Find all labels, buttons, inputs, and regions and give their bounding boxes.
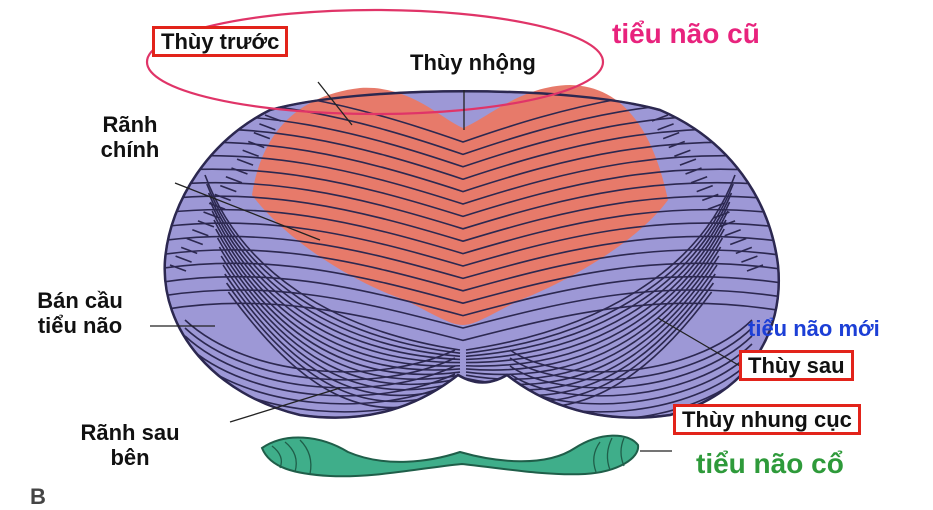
folium-line xyxy=(164,208,779,255)
folium-line xyxy=(247,140,265,149)
folium-line xyxy=(746,264,764,272)
folium-line xyxy=(662,131,680,140)
flocculonodular-lobe-label: Thùy nhung cục xyxy=(673,404,861,436)
folium-line xyxy=(220,255,461,386)
folium-line xyxy=(164,91,779,143)
hemisphere-label: Bán cầu tiểu não xyxy=(10,288,150,339)
figure-letter: B xyxy=(30,484,46,509)
archicerebellum-label: tiểu não cổ xyxy=(696,448,844,479)
folium-line xyxy=(702,193,719,202)
folium-line xyxy=(724,228,741,237)
folium-line xyxy=(236,158,254,166)
folium-line xyxy=(186,237,204,246)
folium-line xyxy=(184,343,456,397)
folium-line xyxy=(741,255,758,263)
folium-line xyxy=(164,141,779,193)
folium-line xyxy=(192,228,209,237)
folium-line xyxy=(718,220,736,228)
folium-line xyxy=(164,222,779,267)
flocculonodular-folia xyxy=(271,437,625,475)
folium-line xyxy=(204,174,461,351)
anterior-lobe-label: Thùy trước xyxy=(152,26,289,58)
folium-line xyxy=(259,123,276,131)
folium-line xyxy=(679,158,697,166)
hemisphere-line-2: tiểu não xyxy=(37,313,123,339)
folium-line xyxy=(465,201,731,361)
folium-line xyxy=(184,319,456,373)
folium-line xyxy=(465,228,725,371)
folium-line xyxy=(164,302,779,342)
folium-line xyxy=(509,335,753,389)
posterolateral-fissure-line-1: Rãnh sau xyxy=(80,420,180,445)
folium-line xyxy=(164,168,779,218)
folium-line xyxy=(184,327,456,381)
folia-lines xyxy=(164,91,779,418)
folium-line xyxy=(164,127,779,181)
folium-line xyxy=(651,114,669,122)
folium-line xyxy=(225,176,243,184)
folium-line xyxy=(222,264,461,391)
folium-line xyxy=(216,237,461,376)
folium-line xyxy=(264,114,282,122)
folium-line xyxy=(164,181,779,230)
folium-line xyxy=(465,219,727,367)
folium-line xyxy=(242,149,259,158)
folium-line xyxy=(211,210,461,364)
folium-line xyxy=(184,335,456,389)
paleocerebellum-outline xyxy=(145,8,605,116)
folium-line xyxy=(465,183,734,354)
folium-line xyxy=(208,202,226,210)
folium-line xyxy=(465,192,733,358)
folium-line xyxy=(197,220,215,228)
folium-line xyxy=(206,183,461,354)
folium-line xyxy=(220,184,237,193)
primary-fissure-line-2: chính xyxy=(100,137,160,163)
folium-line xyxy=(164,235,779,280)
folium-line xyxy=(180,246,198,255)
folium-line xyxy=(690,176,708,184)
folium-line xyxy=(713,211,730,219)
folium-line xyxy=(696,184,713,193)
folium-line xyxy=(203,211,220,219)
hemisphere-line-1: Bán cầu xyxy=(37,288,123,313)
folium-line xyxy=(169,264,187,272)
flocculonodular-region xyxy=(260,434,640,478)
primary-fissure-label: Rãnh chính xyxy=(75,112,185,163)
folium-line xyxy=(465,174,736,351)
neocerebellum-label: tiểu não mới xyxy=(748,316,880,341)
posterolateral-fissure-label: Rãnh sau bên xyxy=(55,420,205,471)
folium-line xyxy=(214,193,231,202)
folium-line xyxy=(164,275,779,317)
folium-line xyxy=(207,192,461,358)
leader-lines xyxy=(150,81,741,452)
vermis-label: Thùy nhộng xyxy=(410,50,536,75)
folium-line xyxy=(231,167,248,175)
folium-line xyxy=(685,167,702,175)
folium-line xyxy=(175,255,192,263)
folium-line xyxy=(674,149,691,158)
folium-line xyxy=(164,248,779,292)
folium-line xyxy=(657,123,674,131)
folium-line xyxy=(253,131,271,140)
posterolateral-fissure-line-2: bên xyxy=(110,445,150,471)
folium-line xyxy=(209,201,461,361)
folium-line xyxy=(707,202,725,210)
folium-line xyxy=(213,219,461,367)
folium-line xyxy=(668,140,686,149)
folium-line xyxy=(509,319,753,373)
folium-line xyxy=(735,246,753,255)
folium-line xyxy=(509,327,753,381)
paleocerebellum-label: tiểu não cũ xyxy=(612,18,760,49)
folium-line xyxy=(729,237,747,246)
posterior-lobe-label: Thùy sau xyxy=(739,350,854,382)
folium-line xyxy=(164,154,779,205)
primary-fissure-line-1: Rãnh xyxy=(102,112,158,137)
folium-line xyxy=(509,343,753,397)
folium-line xyxy=(164,195,779,243)
folium-line xyxy=(215,228,461,371)
